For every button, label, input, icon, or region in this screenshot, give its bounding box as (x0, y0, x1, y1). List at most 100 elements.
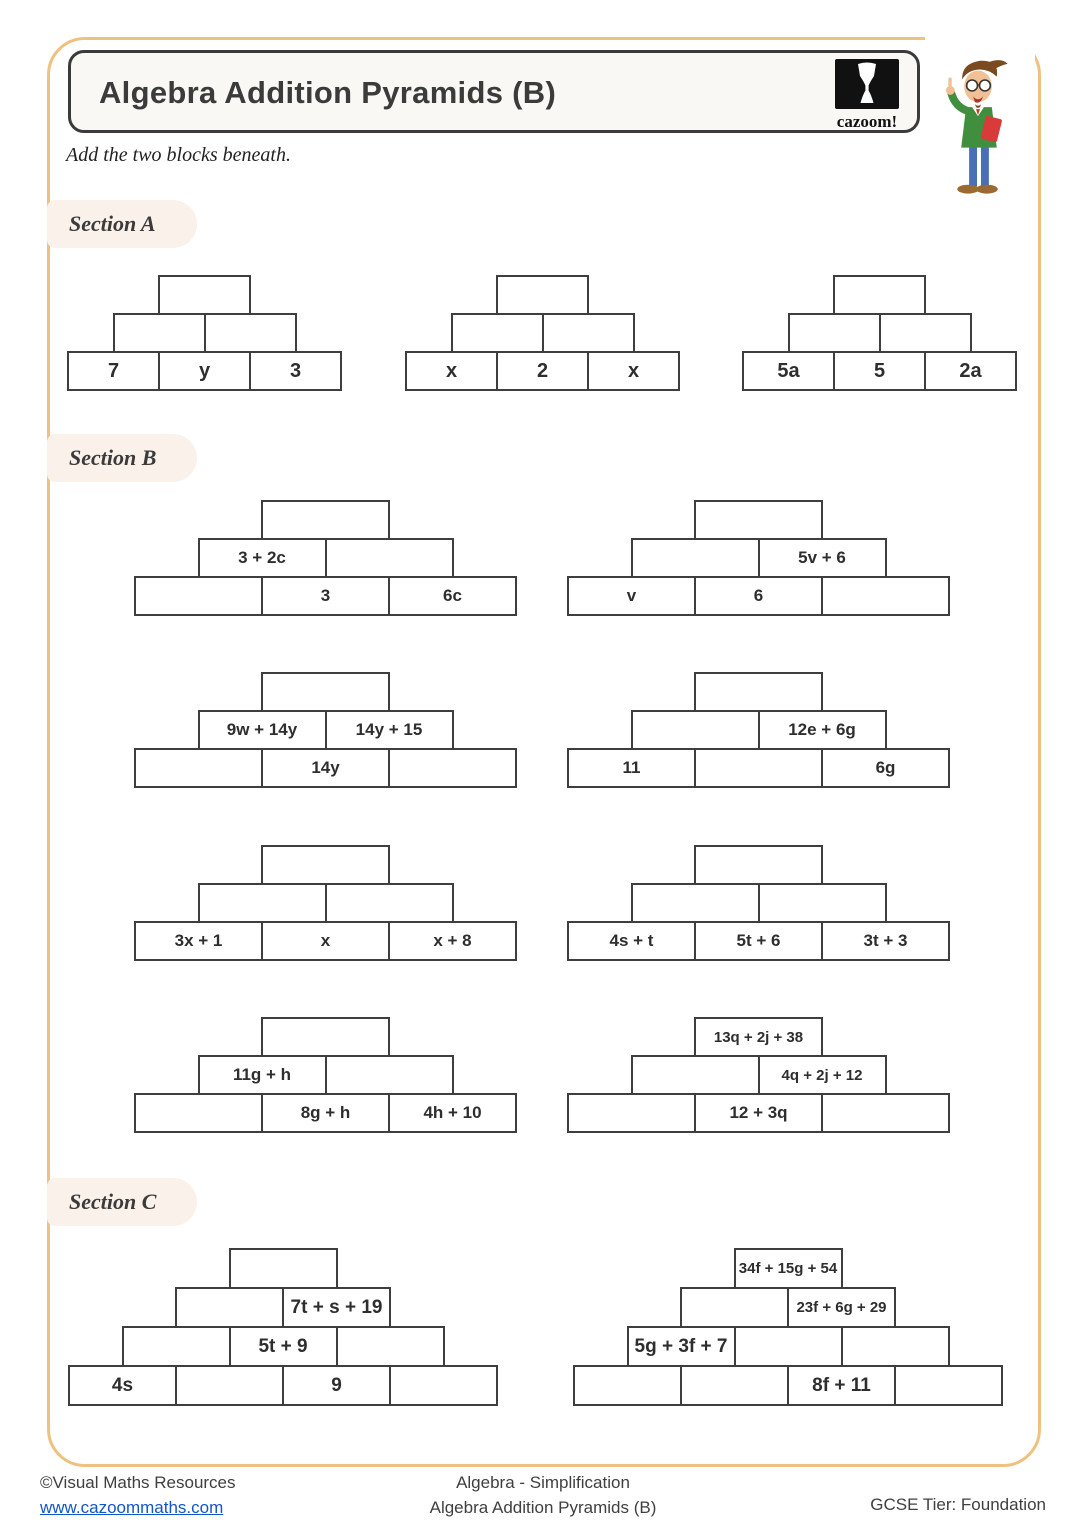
pyramid-cell-filled: x (405, 351, 498, 391)
pyramid-cell-filled: 4q + 2j + 12 (757, 1055, 887, 1095)
pyramid-cell-filled: 5t + 6 (694, 921, 823, 961)
pyramid-cell-filled: 14y (261, 748, 390, 788)
pyramid-cell-filled: 34f + 15g + 54 (733, 1248, 843, 1289)
page-title: Algebra Addition Pyramids (B) (99, 75, 557, 110)
pyramid-cell-filled: 11 (567, 748, 696, 788)
pyramid-row (565, 500, 952, 540)
pyramid-row (565, 845, 952, 885)
title-box: Algebra Addition Pyramids (B) cazoom! (68, 50, 920, 133)
pyramid-cell-blank (573, 1365, 682, 1406)
pyramid-row: 12e + 6g (565, 710, 952, 750)
pyramid-cell-blank (324, 883, 454, 923)
pyramid-cell-filled: 3t + 3 (821, 921, 950, 961)
pyramid-cell-filled: 6g (821, 748, 950, 788)
cazoom-drum-icon (835, 59, 899, 109)
footer-center: Algebra - Simplification Algebra Additio… (0, 1470, 1086, 1520)
pyramid-row (132, 883, 519, 923)
pyramid-cell-filled: 6c (388, 576, 517, 616)
pyramid-row: 5v + 6 (565, 538, 952, 578)
pyramid-cell-filled: 3 (261, 576, 390, 616)
pyramid-cell-blank (680, 1287, 789, 1328)
pyramid-cell-filled: 4h + 10 (388, 1093, 517, 1133)
pyramid-row: 4s 9 (65, 1365, 501, 1406)
pyramid-cell-filled: 5v + 6 (757, 538, 887, 578)
pyramid-cell-blank (261, 500, 390, 540)
pyramid-cell-filled: v (567, 576, 696, 616)
pyramid-row: 23f + 6g + 29 (570, 1287, 1006, 1328)
pyramid-cell-blank (197, 883, 327, 923)
pyramid-cell-blank (228, 1248, 338, 1289)
pyramid-b4: 12e + 6g 11 6g (565, 672, 952, 788)
pyramid-cell-blank (694, 672, 823, 712)
pyramid-cell-filled: 6 (694, 576, 823, 616)
pyramid-cell-blank (630, 883, 760, 923)
pyramid-cell-blank (694, 748, 823, 788)
cazoom-logo-text: cazoom! (836, 112, 898, 131)
pyramid-cell-blank (134, 1093, 263, 1133)
pyramid-cell-blank (175, 1287, 284, 1328)
pyramid-row (565, 883, 952, 923)
pyramid-cell-blank (175, 1365, 284, 1406)
pyramid-cell-blank (567, 1093, 696, 1133)
pyramid-cell-blank (630, 1055, 760, 1095)
website-link[interactable]: www.cazoommaths.com (40, 1498, 224, 1517)
pyramid-cell-filled: 8g + h (261, 1093, 390, 1133)
pyramid-cell-blank (134, 576, 263, 616)
pyramid-cell-blank (388, 748, 517, 788)
pyramid-cell-blank (261, 1017, 390, 1057)
pyramid-row: 11 6g (565, 748, 952, 788)
pyramid-cell-filled: 4s (68, 1365, 177, 1406)
pyramid-cell-filled: 12e + 6g (757, 710, 887, 750)
pyramid-cell-blank (112, 313, 206, 353)
pyramid-cell-blank (694, 500, 823, 540)
pyramid-cell-filled: 2 (496, 351, 589, 391)
cazoom-logo: cazoom! (831, 59, 903, 132)
pyramid-cell-filled: 5 (833, 351, 926, 391)
instruction-text: Add the two blocks beneath. (66, 144, 291, 166)
pyramid-row (403, 313, 682, 353)
pyramid-row (132, 500, 519, 540)
pyramid-cell-blank (694, 845, 823, 885)
pyramid-cell-blank (496, 275, 589, 315)
pyramid-cell-blank (261, 672, 390, 712)
pyramid-row: 5t + 9 (65, 1326, 501, 1367)
worksheet-name-text: Algebra Addition Pyramids (B) (429, 1498, 657, 1517)
pyramid-row (65, 313, 344, 353)
footer-left: ©Visual Maths Resources www.cazoommaths.… (40, 1470, 236, 1520)
pyramid-cell-filled: 3 (249, 351, 342, 391)
pyramid-cell-blank (840, 1326, 950, 1367)
topic-text: Algebra - Simplification (456, 1473, 630, 1492)
pyramid-row (403, 275, 682, 315)
pyramid-row: 12 + 3q (565, 1093, 952, 1133)
pyramid-cell-filled: 14y + 15 (324, 710, 454, 750)
pyramid-row (65, 275, 344, 315)
pyramid-cell-blank (733, 1326, 843, 1367)
pyramid-row: 5g + 3f + 7 (570, 1326, 1006, 1367)
pyramid-cell-filled: 9 (282, 1365, 391, 1406)
pyramid-cell-blank (894, 1365, 1003, 1406)
pyramid-cell-filled: 5t + 9 (228, 1326, 338, 1367)
pyramid-cell-blank (630, 538, 760, 578)
pyramid-cell-blank (821, 1093, 950, 1133)
pyramid-cell-blank (324, 1055, 454, 1095)
pyramid-cell-filled: 23f + 6g + 29 (787, 1287, 896, 1328)
pyramid-row (740, 313, 1019, 353)
pyramid-cell-filled: 7t + s + 19 (282, 1287, 391, 1328)
pyramid-row: 11g + h (132, 1055, 519, 1095)
pyramid-cell-filled: 5g + 3f + 7 (626, 1326, 736, 1367)
pyramid-cell-blank (680, 1365, 789, 1406)
pyramid-cell-filled: 3 + 2c (197, 538, 327, 578)
pyramid-cell-blank (878, 313, 972, 353)
